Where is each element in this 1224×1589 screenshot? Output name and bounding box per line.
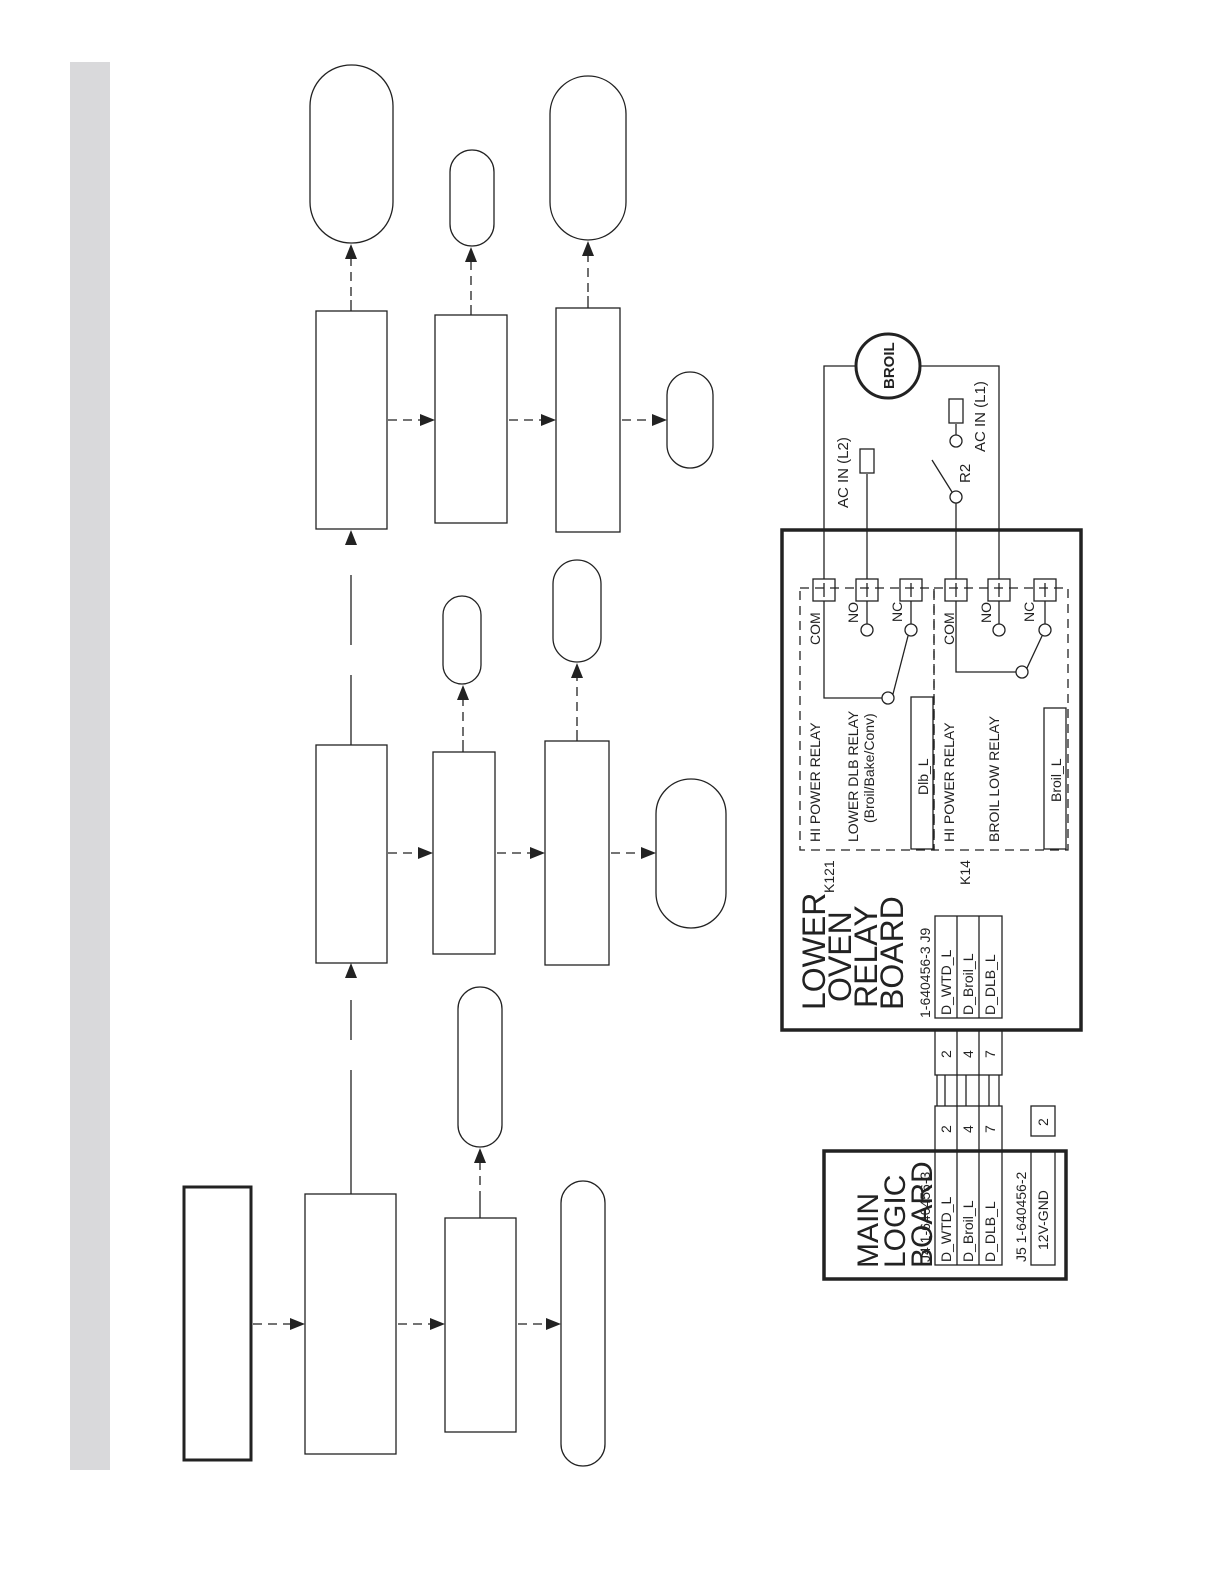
flow-vertical-connectors [345, 241, 594, 1218]
j4-pin-1: 2 [938, 1125, 954, 1133]
flow-terminal-b3-up [552, 559, 602, 663]
j5-label: J5 1-640456-2 [1013, 1171, 1029, 1262]
flow-connectors [253, 414, 667, 1330]
k121-com-label: COM [807, 612, 823, 645]
lower-dlb-relay-label: LOWER DLB RELAY [845, 710, 861, 842]
dlb-signal: Dlb_L [915, 758, 931, 795]
flow-box-c2 [434, 314, 508, 524]
flow-terminal-c3-up [549, 75, 627, 241]
ac-l1-terminal [948, 398, 964, 424]
flow-box-b2 [432, 751, 496, 955]
flow-box-c1 [315, 310, 388, 530]
main-board-title-1: MAIN [852, 1193, 885, 1268]
broil-signal: Broil_L [1048, 758, 1064, 802]
j9-signal-1: D_WTD_L [938, 949, 954, 1015]
flow-box-b3 [544, 740, 610, 966]
j9-signal-2: D_Broil_L [960, 953, 976, 1015]
flow-box-b1 [315, 744, 388, 964]
j9-label: 1-640456-3 J9 [917, 927, 933, 1018]
relay-board-title-4: BOARD [874, 896, 910, 1010]
k14-nc-label: NC [1021, 602, 1037, 622]
j4-signal-3: D_DLB_L [982, 1201, 998, 1262]
flow-box-a1 [304, 1193, 397, 1455]
flow-box-c3 [555, 307, 621, 533]
j4-pin-2: 4 [960, 1125, 976, 1133]
k14-no-label: NO [978, 602, 994, 623]
j9-pin-1: 2 [938, 1050, 954, 1058]
k121-contacts: COM NO NC [807, 578, 923, 705]
harness-wires [936, 1075, 1000, 1106]
margin-bar [70, 62, 110, 1470]
ac-l2-label: AC IN (L2) [835, 437, 852, 508]
relay-board-title-3: RELAY [848, 905, 884, 1008]
k121-no-label: NO [845, 602, 861, 623]
lower-dlb-relay-sub: (Broil/Bake/Conv) [861, 713, 877, 823]
relay-board-title-1: LOWER [796, 893, 832, 1010]
r2-label: R2 [957, 464, 974, 483]
main-board-title-2: LOGIC [879, 1175, 912, 1268]
flow-terminal-b4 [655, 778, 727, 929]
flow-terminal-c1-up [309, 64, 394, 244]
external-wiring: AC IN (L2) R2 AC IN (L1) BROIL [823, 332, 1000, 579]
j9-signal-3: D_DLB_L [982, 954, 998, 1015]
relay-board-outline [780, 528, 1083, 1032]
flow-terminal-a3 [560, 1180, 606, 1467]
flow-terminal-a-up [457, 986, 503, 1148]
flow-terminal-c4 [666, 371, 714, 469]
j5-signal: 12V-GND [1035, 1190, 1051, 1250]
flow-start-box [182, 1185, 253, 1462]
hi-power-relay-label: HI POWER RELAY [807, 722, 823, 842]
flow-terminal-c2-up [449, 149, 495, 247]
j5-pin: 2 [1035, 1118, 1051, 1126]
k121-nc-label: NC [889, 602, 905, 622]
k14-contacts: COM NO NC [941, 578, 1057, 679]
k121-label: K121 [821, 860, 837, 893]
j9-pin-3: 7 [982, 1050, 998, 1058]
main-logic-board: MAIN LOGIC BOARD J4 1-640456-3 D_WTD_L D… [822, 1105, 1068, 1281]
flow-box-a2 [444, 1217, 517, 1433]
k14-label: K14 [957, 860, 973, 885]
flowchart [182, 64, 727, 1467]
broil-element-label: BROIL [881, 342, 898, 389]
k14-com-label: COM [941, 612, 957, 645]
j4-label: J4 1-640456-3 [917, 1171, 933, 1262]
hi-power-relay-2-label: HI POWER RELAY [941, 722, 957, 842]
ac-l1-label: AC IN (L1) [972, 381, 989, 452]
broil-element-icon [854, 332, 922, 400]
j4-signal-1: D_WTD_L [938, 1196, 954, 1262]
j4-pin-3: 7 [982, 1125, 998, 1133]
ac-l2-terminal [859, 448, 875, 474]
main-board-title-3: BOARD [906, 1161, 939, 1268]
lower-oven-relay-board: LOWER OVEN RELAY BOARD 1-640456-3 J9 D_W… [780, 528, 1083, 1076]
flow-terminal-b2-up [442, 595, 482, 685]
relay-board-title-2: OVEN [822, 911, 858, 1002]
j4-signal-2: D_Broil_L [960, 1200, 976, 1262]
relay-group-k14 [933, 587, 1069, 851]
broil-low-relay-label: BROIL LOW RELAY [986, 715, 1002, 842]
j9-pin-2: 4 [960, 1050, 976, 1058]
wiring-diagram: MAIN LOGIC BOARD J4 1-640456-3 D_WTD_L D… [780, 332, 1083, 1281]
